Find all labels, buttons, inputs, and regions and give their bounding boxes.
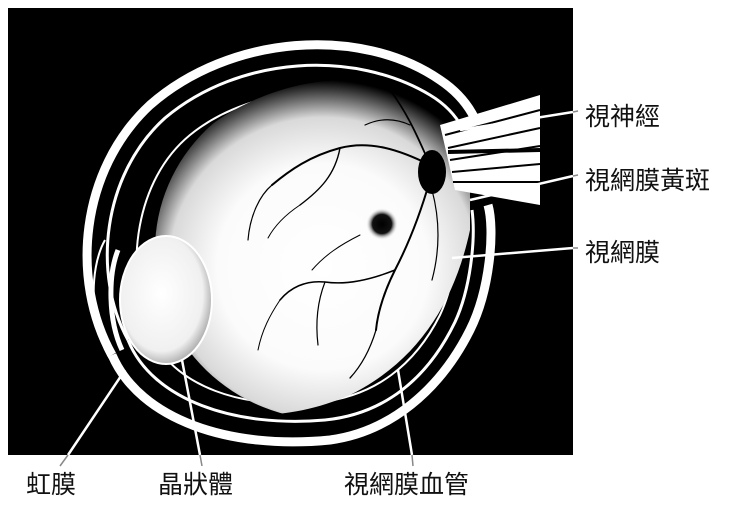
leader-macula-ext [573, 175, 578, 176]
label-lens: 晶狀體 [158, 472, 233, 497]
macula [366, 208, 398, 240]
lens [120, 236, 212, 364]
label-iris: 虹膜 [26, 472, 76, 497]
leader-retinal-vessels-ext [412, 455, 413, 466]
label-macula: 視網膜黃斑 [585, 168, 710, 193]
leader-lens-ext [200, 455, 202, 466]
label-retinal-vessels: 視網膜血管 [344, 472, 469, 497]
leader-iris-ext [60, 455, 68, 466]
leader-optic-nerve-ext [573, 111, 578, 112]
optic-disc [418, 150, 446, 194]
label-retina: 視網膜 [585, 240, 660, 265]
label-optic-nerve: 視神經 [585, 104, 660, 129]
